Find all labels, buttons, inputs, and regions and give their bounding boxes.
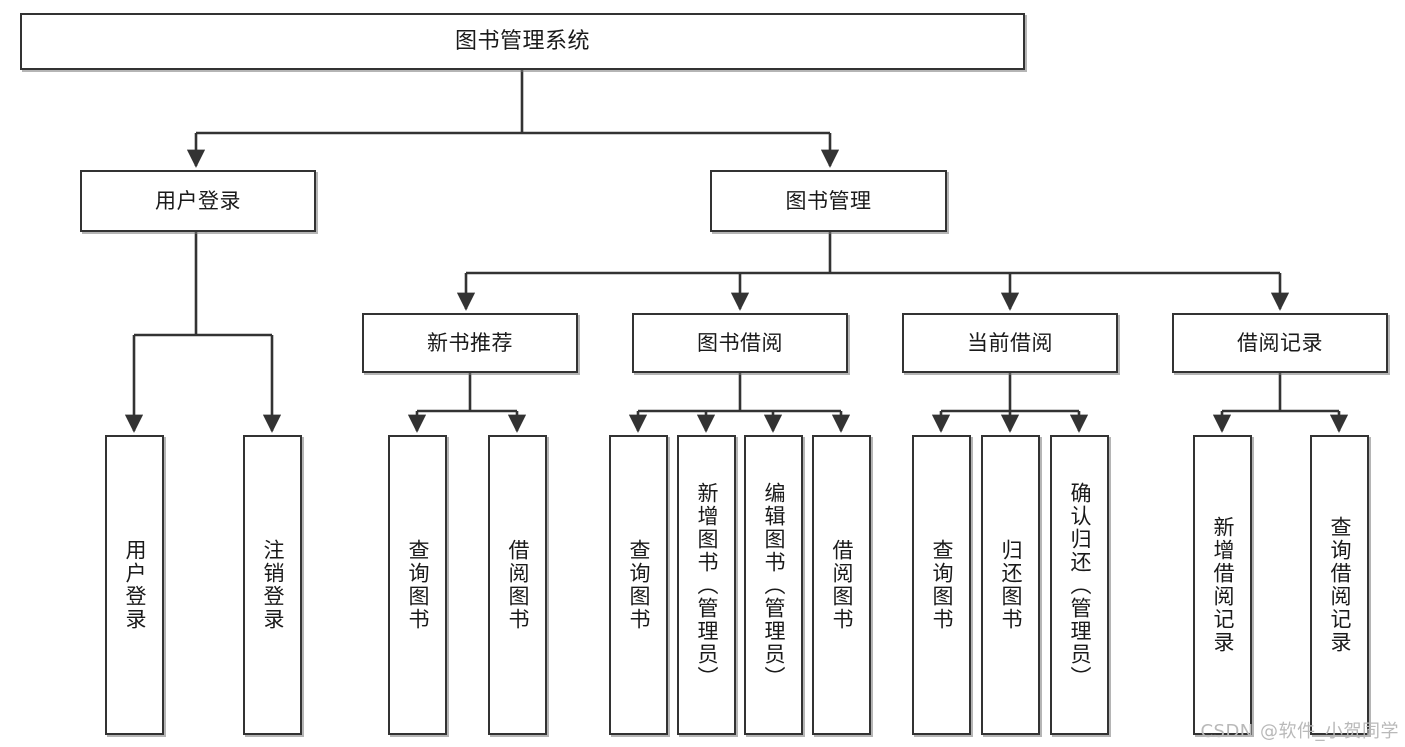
node-label: 查询图书 bbox=[930, 539, 955, 631]
node-new-book-recommendation[interactable]: 新书推荐 bbox=[362, 313, 578, 373]
leaf-current-borrow-query-book[interactable]: 查询图书 bbox=[912, 435, 971, 735]
leaf-user-login-logout[interactable]: 注销登录 bbox=[243, 435, 302, 735]
node-label: 用户登录 bbox=[155, 188, 241, 213]
csdn-watermark: CSDN @软件_小贺同学 bbox=[1200, 721, 1399, 742]
node-label: 编辑图书（管理员） bbox=[762, 481, 787, 689]
node-label: 当前借阅 bbox=[967, 330, 1053, 355]
leaf-borrow-record-query-record[interactable]: 查询借阅记录 bbox=[1310, 435, 1369, 735]
leaf-book-borrow-borrow-book[interactable]: 借阅图书 bbox=[812, 435, 871, 735]
node-label: 确认归还（管理员） bbox=[1068, 481, 1093, 689]
leaf-borrow-record-add-record[interactable]: 新增借阅记录 bbox=[1193, 435, 1252, 735]
leaf-book-borrow-query-book[interactable]: 查询图书 bbox=[609, 435, 668, 735]
node-user-login[interactable]: 用户登录 bbox=[80, 170, 316, 232]
node-book-management[interactable]: 图书管理 bbox=[710, 170, 947, 232]
leaf-book-borrow-add-book-admin[interactable]: 新增图书（管理员） bbox=[677, 435, 736, 735]
leaf-user-login-login[interactable]: 用户登录 bbox=[105, 435, 164, 735]
node-label: 查询借阅记录 bbox=[1328, 516, 1353, 654]
leaf-book-borrow-edit-book-admin[interactable]: 编辑图书（管理员） bbox=[744, 435, 803, 735]
node-label: 新增借阅记录 bbox=[1211, 516, 1236, 654]
node-label: 借阅记录 bbox=[1237, 330, 1323, 355]
node-current-borrow[interactable]: 当前借阅 bbox=[902, 313, 1118, 373]
node-book-borrow[interactable]: 图书借阅 bbox=[632, 313, 848, 373]
node-label: 查询图书 bbox=[627, 539, 652, 631]
leaf-current-borrow-confirm-return-admin[interactable]: 确认归还（管理员） bbox=[1050, 435, 1109, 735]
node-root-book-management-system[interactable]: 图书管理系统 bbox=[20, 13, 1025, 70]
node-label: 图书管理 bbox=[785, 188, 872, 213]
node-label: 新增图书（管理员） bbox=[695, 481, 720, 689]
node-borrow-record[interactable]: 借阅记录 bbox=[1172, 313, 1388, 373]
node-label: 新书推荐 bbox=[427, 330, 513, 355]
node-label: 图书借阅 bbox=[697, 330, 783, 355]
node-label: 图书管理系统 bbox=[454, 28, 590, 54]
leaf-new-book-query-book[interactable]: 查询图书 bbox=[388, 435, 447, 735]
node-label: 注销登录 bbox=[261, 539, 286, 631]
node-label: 归还图书 bbox=[999, 539, 1024, 631]
node-label: 借阅图书 bbox=[830, 539, 855, 631]
node-label: 借阅图书 bbox=[506, 539, 531, 631]
leaf-current-borrow-return-book[interactable]: 归还图书 bbox=[981, 435, 1040, 735]
node-label: 用户登录 bbox=[123, 539, 148, 631]
leaf-new-book-borrow-book[interactable]: 借阅图书 bbox=[488, 435, 547, 735]
node-label: 查询图书 bbox=[406, 539, 431, 631]
